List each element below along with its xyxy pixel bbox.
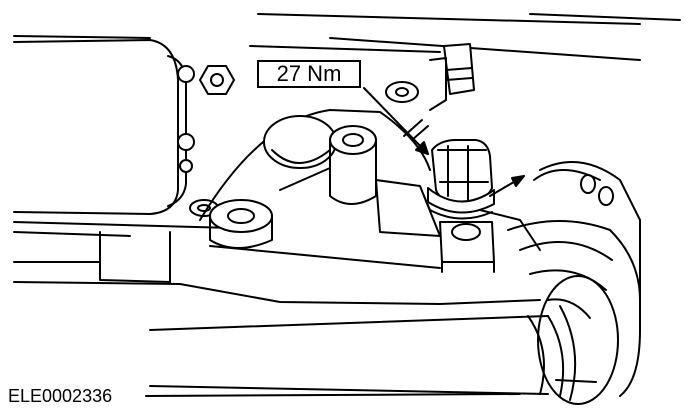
casting-hole [263,115,337,169]
drive-shaft [149,305,577,401]
transmission-case [13,109,541,305]
starter-motor [13,39,195,215]
figure-code-underline [145,393,521,397]
torque-spec-label: 27 Nm [257,60,361,88]
bell-housing [507,161,641,405]
pointer-arrows [363,87,525,197]
washers [189,81,419,217]
lower-stud [209,199,273,249]
speed-sensor [423,139,495,220]
mounting-bolt [199,65,235,95]
mounting-pad [375,179,495,273]
boss-stud [279,125,377,205]
upper-housing-lines [13,13,681,61]
figure-code: ELE0002336 [8,386,115,406]
upper-bracket [429,43,475,111]
